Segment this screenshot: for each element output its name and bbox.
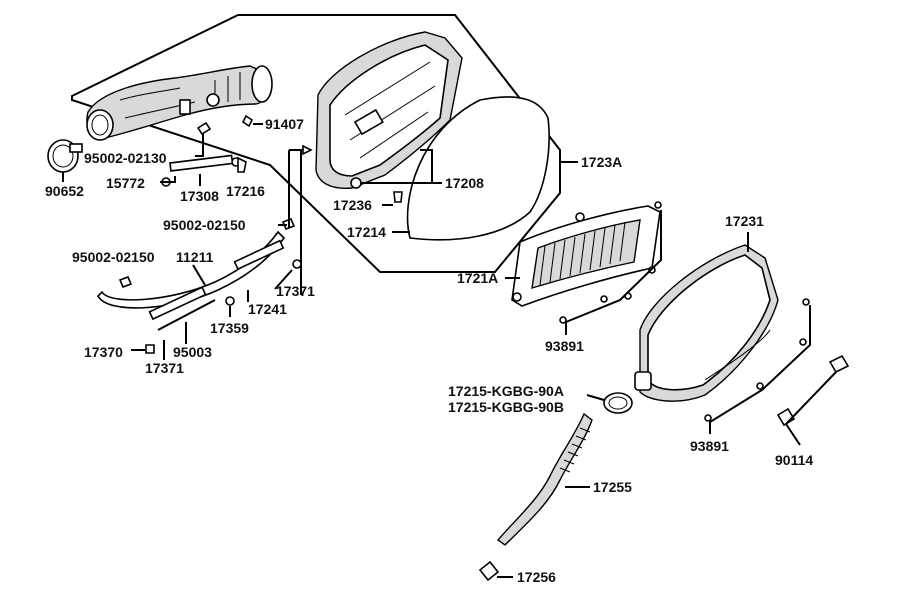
hose-clamp-90652: [47, 139, 83, 173]
label-17359: 17359: [210, 320, 249, 336]
label-17256: 17256: [517, 569, 556, 585]
label-17371-b: 17371: [145, 360, 184, 376]
label-17208: 17208: [445, 175, 484, 191]
screws-93891-b: [704, 298, 810, 422]
hose-17241: [233, 239, 285, 271]
filter-1721A: [511, 205, 661, 307]
screw-17236: [393, 191, 403, 203]
cap-17256: [478, 560, 500, 582]
fitting-17216: [237, 156, 247, 173]
leader-93891-b: [709, 305, 811, 434]
label-95002-02150-a: 95002-02150: [163, 217, 246, 233]
label-11211: 11211: [176, 249, 214, 265]
label-17308: 17308: [180, 188, 219, 204]
leader-17371-a: [274, 269, 293, 290]
label-93891-b: 93891: [690, 438, 729, 454]
leader-93891-a: [565, 210, 662, 335]
air-cleaner-case: [315, 31, 463, 189]
clip-95002-02150-b: [118, 275, 133, 289]
leader-11211: [192, 264, 206, 286]
leader-90114: [784, 371, 837, 446]
label-95003: 95003: [173, 344, 212, 360]
hose-17308: [161, 154, 241, 187]
hose-95003: [148, 286, 207, 321]
tube-line-95003: [157, 299, 216, 331]
label-17231: 17231: [725, 213, 764, 229]
clamp-17215: [603, 392, 633, 414]
leader-17208: [360, 149, 433, 184]
label-17255: 17255: [593, 479, 632, 495]
label-1723A: 1723A: [581, 154, 622, 170]
label-90652: 90652: [45, 183, 84, 199]
leader-17215: [586, 394, 605, 401]
clip-91407: [241, 114, 254, 128]
label-95002-02150-b: 95002-02150: [72, 249, 155, 265]
label-17236: 17236: [333, 197, 372, 213]
intake-duct: [86, 65, 273, 141]
arrow-link: [302, 144, 313, 156]
assembly-group-outline: [71, 14, 561, 273]
leader-95002-02130: [195, 133, 204, 157]
drain-tube-17255: [496, 412, 593, 546]
label-17214: 17214: [347, 224, 386, 240]
leader-15772: [160, 176, 176, 183]
label-95002-02130: 95002-02130: [84, 150, 167, 166]
label-15772: 15772: [106, 175, 145, 191]
label-17371-a: 17371: [276, 283, 315, 299]
label-17216: 17216: [226, 183, 265, 199]
lower-case-17231: [634, 244, 779, 402]
label-17241: 17241: [248, 301, 287, 317]
label-17215-b: 17215-KGBG-90B: [448, 399, 564, 415]
plug-17370: [145, 344, 155, 354]
clip-17371-a: [292, 259, 302, 269]
clip-95002-02130: [196, 121, 212, 136]
label-1721A: 1721A: [457, 270, 498, 286]
label-17215-a: 17215-KGBG-90A: [448, 383, 564, 399]
label-17370: 17370: [84, 344, 123, 360]
label-91407: 91407: [265, 116, 304, 132]
label-93891-a: 93891: [545, 338, 584, 354]
label-90114: 90114: [775, 452, 813, 468]
filter-element-17214: [406, 96, 550, 241]
clip-17359: [225, 296, 235, 306]
